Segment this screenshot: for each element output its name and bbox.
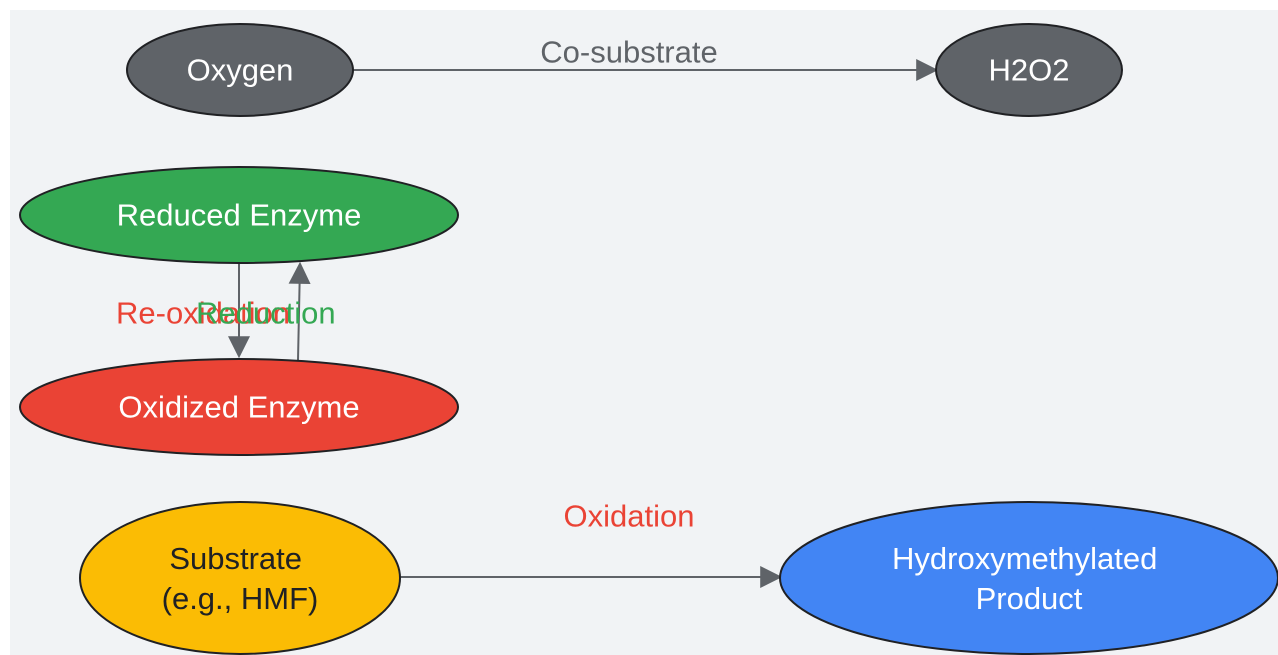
node-oxidized-enzyme: Oxidized Enzyme: [19, 358, 459, 456]
node-oxidized-enzyme-label: Oxidized Enzyme: [118, 390, 359, 425]
node-reduced-enzyme: Reduced Enzyme: [19, 166, 459, 264]
node-oxygen-label: Oxygen: [187, 53, 294, 88]
node-product: Hydroxymethylated Product: [779, 501, 1278, 655]
node-substrate: Substrate (e.g., HMF): [79, 501, 401, 655]
node-product-label: Hydroxymethylated Product: [892, 541, 1166, 616]
node-product-line1: Hydroxymethylated: [892, 541, 1157, 576]
node-h2o2: H2O2: [935, 23, 1123, 117]
edge-label-re-oxidation: Re-oxidation: [116, 296, 290, 331]
edge-label-oxidation: Oxidation: [564, 499, 695, 534]
node-substrate-line2: (e.g., HMF): [162, 581, 319, 616]
node-product-line2: Product: [976, 581, 1083, 616]
node-h2o2-label: H2O2: [989, 53, 1070, 88]
edge-oxidized-to-reduced: [288, 261, 311, 361]
node-substrate-label: Substrate (e.g., HMF): [162, 541, 319, 616]
node-substrate-line1: Substrate: [169, 541, 302, 576]
node-reduced-enzyme-label: Reduced Enzyme: [117, 198, 362, 233]
node-oxygen: Oxygen: [126, 23, 354, 117]
edge-label-reduction: Reduction: [196, 296, 336, 331]
edge-label-co-substrate: Co-substrate: [540, 35, 717, 70]
